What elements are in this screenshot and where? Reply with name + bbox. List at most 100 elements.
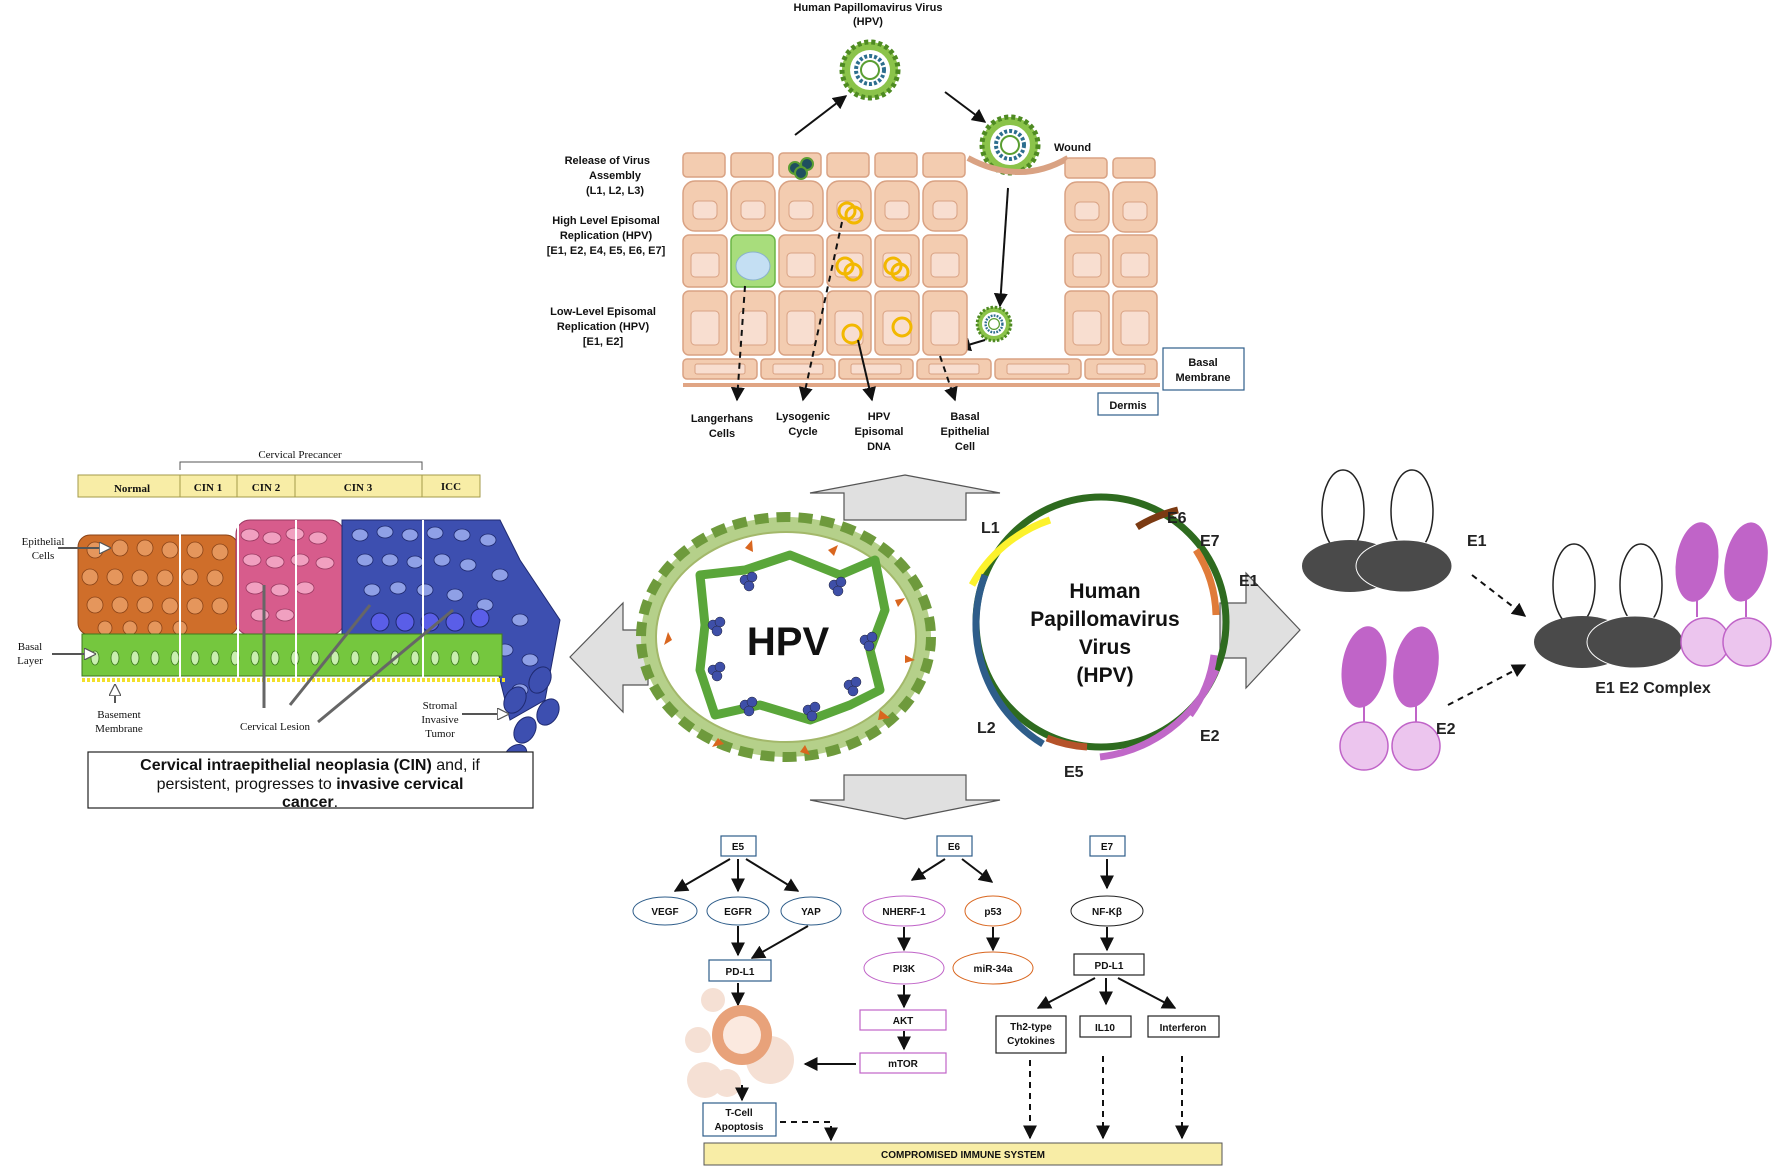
p53-node — [964, 895, 1022, 927]
basal-layer-strip — [682, 358, 1160, 387]
cervical-panel: Cervical Precancer Normal CIN 1 CIN 2 CI… — [17, 449, 561, 811]
low-label-3: [E1, E2] — [583, 336, 624, 348]
hpv-dna-label-3: DNA — [867, 441, 891, 453]
lysogenic-label-2: Cycle — [788, 426, 817, 438]
nherf-node-label: NHERF-1 — [882, 907, 926, 918]
lesion-label: Cervical Lesion — [240, 721, 310, 733]
arrow-down-icon — [809, 774, 1001, 820]
pdl1-node-b — [1073, 953, 1145, 976]
e5-node-label: E5 — [732, 842, 745, 853]
high-label-2: Replication (HPV) — [560, 230, 653, 242]
entering-virion-icon — [975, 305, 1013, 343]
arrow-left-icon — [569, 601, 649, 714]
virus-title: Human Papillomavirus Virus — [794, 2, 943, 14]
low-label-2: Replication (HPV) — [557, 321, 650, 333]
stromal-label-3: Tumor — [425, 728, 455, 740]
basal-layer-label-2: Layer — [17, 655, 43, 667]
e2-protein-icon — [1339, 626, 1441, 771]
akt-node-label: AKT — [893, 1016, 914, 1027]
yap-node-label: YAP — [801, 907, 821, 918]
e2-label: E2 — [1436, 721, 1456, 738]
epithelial-label-2: Cells — [32, 550, 55, 562]
interferon-node-label: Interferon — [1160, 1023, 1207, 1034]
vegf-node-label: VEGF — [651, 907, 678, 918]
nfkb-node — [1070, 895, 1144, 927]
e7-node — [1089, 835, 1126, 857]
virus-title-sub: (HPV) — [853, 16, 883, 28]
pathway-flowchart: E5 VEGF EGFR YAP PD-L1 T-Cell Apoptosis — [632, 835, 1223, 1166]
high-label-1: High Level Episomal — [552, 215, 660, 227]
e5-node — [720, 835, 757, 857]
e1-protein-icon — [1302, 469, 1453, 593]
genome-label-2: Papillomavirus — [1030, 608, 1179, 631]
akt-node — [859, 1009, 947, 1031]
e1-to-complex-arrow — [1471, 574, 1527, 617]
egfr-node — [706, 896, 770, 926]
stage-normal: Normal — [114, 483, 150, 495]
compromised-immune-box — [703, 1142, 1223, 1166]
gene-arc-l2 — [972, 573, 1045, 747]
e2-to-complex-arrow — [1447, 664, 1527, 706]
stromal-label-1: Stromal — [423, 700, 458, 712]
dermis-box — [1097, 392, 1159, 416]
gene-label-e6: E6 — [1167, 510, 1187, 527]
basal-membrane-box — [1162, 347, 1245, 391]
th2-node-label-1: Th2-type — [1010, 1022, 1052, 1033]
pdl1-to-interferon-arrow — [1117, 977, 1177, 1009]
hpv-dna-label-1: HPV — [868, 411, 891, 423]
wound-label: Wound — [1054, 142, 1091, 154]
pi3k-node — [863, 951, 945, 985]
pdl1-to-th2-arrow — [1036, 977, 1096, 1009]
precancer-label: Cervical Precancer — [258, 449, 342, 461]
gene-label-e7: E7 — [1200, 533, 1220, 550]
to-wound-arrow — [944, 91, 987, 123]
pdl1-node-b-label: PD-L1 — [1095, 961, 1124, 972]
epithelium-right — [1064, 157, 1158, 356]
basal-cell-label-3: Cell — [955, 441, 975, 453]
e6-to-nherf-arrow — [910, 858, 946, 881]
gene-arc-e2 — [1099, 668, 1220, 761]
release-label-3: (L1, L2, L3) — [586, 185, 644, 197]
episomal-dna-pointer — [857, 339, 876, 402]
e6-to-p53-arrow — [961, 858, 994, 883]
low-label-1: Low-Level Episomal — [550, 306, 656, 318]
pi3k-node-label: PI3K — [893, 964, 916, 975]
release-label-1: Release of Virus — [565, 155, 650, 167]
tcell-apoptosis-node — [702, 1102, 777, 1137]
cin-caption-line-1: Cervical intraepithelial neoplasia (CIN)… — [140, 757, 480, 774]
e1-e2-complex-panel: E1 E2 E1 E2 Complex — [1302, 469, 1772, 771]
il10-node — [1079, 1015, 1132, 1038]
e5-to-yap-arrow — [745, 858, 800, 892]
basal-membrane-label-2: Membrane — [1175, 372, 1230, 384]
th2-node — [995, 1015, 1067, 1054]
langerhans-label-1: Langerhans — [691, 413, 753, 425]
gene-label-e2: E2 — [1200, 728, 1220, 745]
egfr-node-label: EGFR — [724, 907, 753, 918]
mir-node-label: miR-34a — [974, 964, 1013, 975]
stage-cin1: CIN 1 — [194, 482, 222, 494]
gene-arc-e7 — [1193, 548, 1220, 616]
gene-arc-l1 — [968, 516, 1052, 587]
mtor-node-label: mTOR — [888, 1059, 919, 1070]
pdl1-node-a — [708, 959, 772, 982]
released-virion-icon — [842, 42, 898, 98]
lesion-pointers — [262, 585, 454, 724]
th2-node-label-2: Cytokines — [1007, 1036, 1055, 1047]
il10-node-label: IL10 — [1095, 1023, 1115, 1034]
interferon-node — [1147, 1015, 1220, 1038]
release-arrow — [794, 95, 848, 136]
entry-arrow — [993, 187, 1009, 308]
tcell-apoptosis-label-1: T-Cell — [725, 1108, 752, 1119]
hpv-genome-map: Human Papillomavirus Virus (HPV) L1 E6 E… — [968, 493, 1259, 781]
release-label-2: Assembly — [589, 170, 642, 182]
stage-cin3: CIN 3 — [344, 482, 373, 494]
cin-caption-box — [87, 751, 534, 809]
lifecycle-panel: Human Papillomavirus Virus (HPV) Wound — [547, 2, 1245, 453]
e5-to-vegf-arrow — [673, 858, 731, 892]
p53-node-label: p53 — [984, 907, 1002, 918]
genome-label-4: (HPV) — [1076, 664, 1133, 687]
e6-node-label: E6 — [948, 842, 961, 853]
gene-label-l2: L2 — [977, 720, 996, 737]
langerhans-pointer — [730, 285, 746, 402]
